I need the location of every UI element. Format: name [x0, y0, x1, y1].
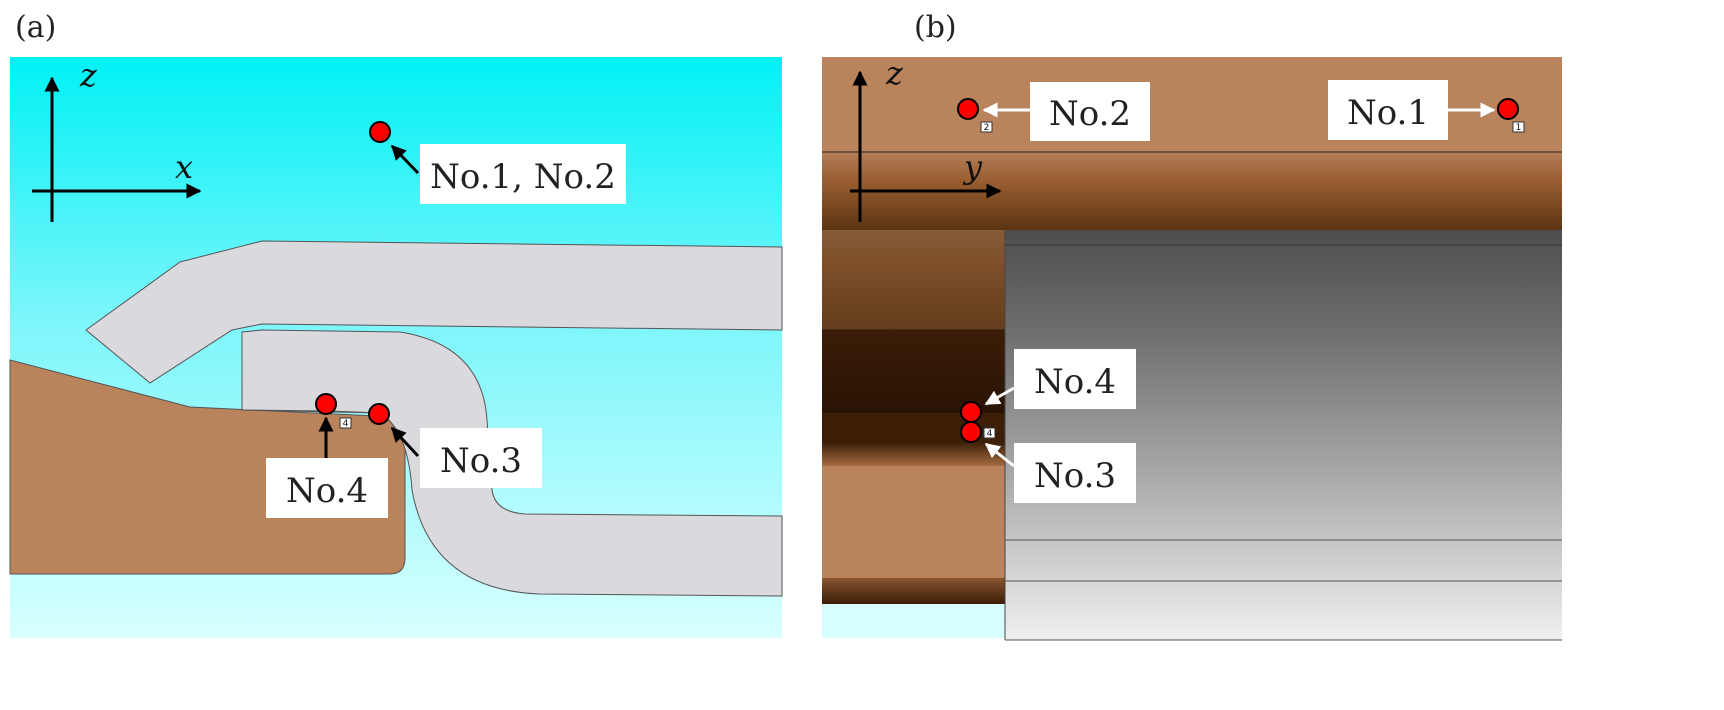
callout-box	[1014, 349, 1136, 409]
upper-duct	[85, 240, 783, 384]
probe-tag-label: 1	[1516, 123, 1522, 133]
panel-b: z y 2 No.2 No.1 1 No.4 4 No.3	[822, 54, 1562, 641]
lower-copper-block	[822, 466, 1005, 578]
callout-label-no3: No.3	[1034, 456, 1116, 496]
probe-tag-label: 4	[343, 419, 349, 429]
probe-point	[315, 393, 337, 415]
callout-box	[420, 428, 542, 488]
lower-duct	[241, 329, 783, 597]
axis-z-label: z	[79, 56, 98, 94]
probe-point	[957, 98, 979, 120]
callout-label-no1: No.1	[1347, 93, 1429, 133]
axes-a: z x	[32, 56, 202, 222]
top-copper-band	[822, 57, 1562, 153]
callout-label-no4: No.4	[1034, 362, 1116, 402]
probe-tag	[983, 427, 996, 439]
probe-point	[368, 403, 390, 425]
axis-x-label: x	[175, 148, 193, 186]
probe-point	[1497, 98, 1519, 120]
callout-box	[1030, 82, 1150, 141]
axes-b: z y	[850, 54, 1002, 222]
callout-box	[1328, 80, 1448, 140]
probe-point	[960, 421, 982, 443]
fluid-strip	[822, 604, 1005, 638]
probe-tag-label: 2	[984, 123, 990, 133]
callout-box	[420, 144, 626, 204]
callout-label-no4: No.4	[286, 471, 368, 511]
dark-channel	[822, 330, 1005, 412]
probe-tag	[980, 121, 993, 133]
callout-box	[1014, 443, 1136, 503]
callout-label-no3: No.3	[440, 441, 522, 481]
callout-label-no1-no2: No.1, No.2	[430, 157, 616, 197]
probe-tag	[1512, 121, 1525, 133]
ledge	[822, 442, 1005, 466]
panel-a: z x No.1, No.2 4 No.4 No.3	[9, 56, 783, 638]
probe-tag-label: 4	[987, 429, 993, 439]
probe-point	[960, 401, 982, 423]
panel-b-tag: (b)	[914, 10, 957, 45]
probe-tag	[339, 417, 352, 429]
probe-point	[369, 121, 391, 143]
axis-y-label: y	[962, 148, 983, 186]
panel-a-tag: (a)	[15, 10, 57, 45]
axis-z-label: z	[885, 54, 904, 92]
callout-box	[266, 458, 388, 518]
callout-label-no2: No.2	[1049, 94, 1131, 134]
duct-cylinder	[1005, 230, 1562, 640]
